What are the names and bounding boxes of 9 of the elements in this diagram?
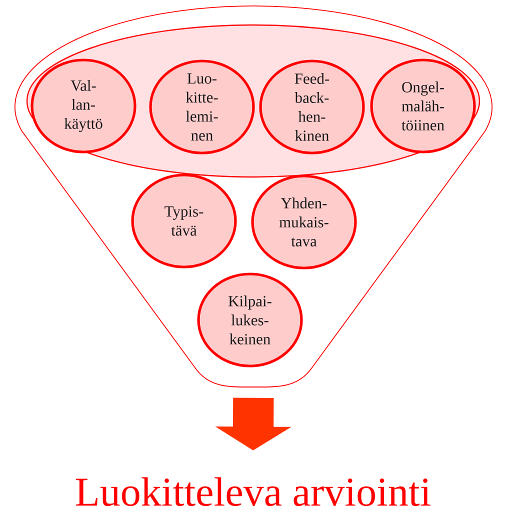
circle-node: Yhden- mukais- tava [251,174,357,270]
result-label: Luokitteleva arviointi [76,477,430,506]
circle-node: Ongel- maläh- töiinen [370,58,476,154]
circle-node: Typis- tävä [131,174,237,268]
circle-node: Feed- back- hen- kinen [259,60,365,154]
block-arrow [215,398,292,450]
circle-node: Luo- kitte- lemi- nen [149,60,255,154]
circle-node: Kilpai- lukes- keinen [197,272,303,368]
circle-node: Val- lan- käyttö [30,58,136,154]
